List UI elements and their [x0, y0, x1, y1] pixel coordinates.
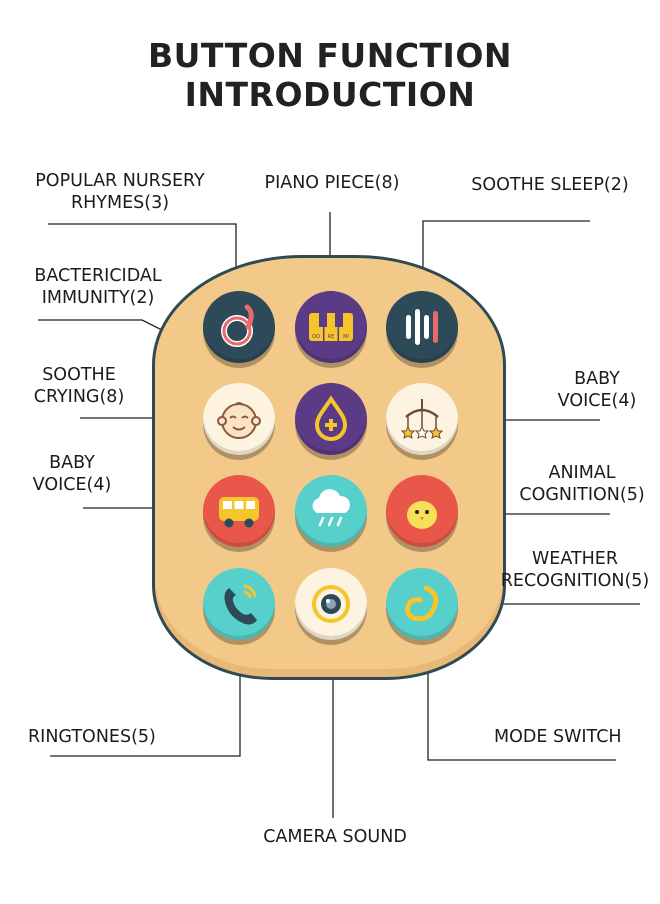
piano-key-re: RE [328, 334, 335, 340]
mode-switch-button[interactable] [386, 568, 458, 640]
label-baby-voice-left-line1: BABY [49, 453, 95, 473]
page-title: BUTTON FUNCTION INTRODUCTION [147, 36, 513, 114]
piano-keys-icon: DO RE MI [309, 313, 353, 341]
nursery-rhymes-button[interactable] [203, 291, 275, 363]
ringtones-button[interactable] [203, 568, 275, 640]
label-soothe-sleep: SOOTHE SLEEP(2) [471, 175, 629, 195]
soothe-crying-button[interactable] [203, 383, 275, 455]
label-nursery-rhymes: POPULAR NURSERY RHYMES(3) [22, 170, 218, 214]
chick-icon [407, 497, 437, 529]
label-crying-line1: SOOTHE [42, 365, 116, 385]
label-baby-voice-left-line2: VOICE(4) [32, 475, 112, 495]
label-weather-line1: WEATHER [531, 549, 619, 569]
label-animal-line2: COGNITION(5) [519, 485, 645, 505]
baby-face-icon [217, 402, 261, 439]
droplet-plus-icon [314, 395, 348, 441]
label-bactericidal-line1: BACTERICIDAL [34, 266, 162, 286]
label-weather-recognition: WEATHER RECOGNITION(5) [492, 548, 658, 592]
weather-recognition-button[interactable] [295, 475, 367, 547]
sound-bars-icon [406, 309, 438, 345]
phone-handset-icon [224, 584, 257, 625]
bactericidal-immunity-button[interactable] [295, 383, 367, 455]
label-baby-voice-right-line1: BABY [574, 369, 620, 389]
label-piano-piece: PIANO PIECE(8) [264, 173, 400, 193]
camera-sound-button[interactable] [295, 568, 367, 640]
label-camera-sound: CAMERA SOUND [263, 827, 407, 847]
label-mode-switch: MODE SWITCH [494, 727, 622, 747]
label-weather-line2: RECOGNITION(5) [500, 571, 650, 591]
baby-voice-left-button[interactable] [203, 475, 275, 547]
music-note-icon [221, 304, 254, 347]
label-crying-line2: CRYING(8) [33, 387, 125, 407]
soothe-sleep-button[interactable] [386, 291, 458, 363]
camera-lens-icon [312, 585, 350, 623]
label-bactericidal-line2: IMMUNITY(2) [41, 288, 155, 308]
label-baby-voice-right-line2: VOICE(4) [557, 391, 637, 411]
label-nursery-line1: POPULAR NURSERY [35, 171, 205, 191]
label-baby-voice-left: BABY VOICE(4) [22, 452, 122, 496]
bus-icon [219, 497, 259, 528]
label-baby-voice-right: BABY VOICE(4) [545, 368, 649, 412]
label-bactericidal-immunity: BACTERICIDAL IMMUNITY(2) [22, 265, 174, 309]
crib-mobile-icon [400, 399, 444, 439]
label-nursery-line2: RHYMES(3) [70, 193, 170, 213]
label-ringtones: RINGTONES(5) [28, 727, 156, 747]
cloud-rain-icon [312, 489, 350, 527]
label-animal-line1: ANIMAL [548, 463, 616, 483]
label-soothe-crying: SOOTHE CRYING(8) [24, 364, 134, 408]
baby-voice-right-button[interactable] [386, 383, 458, 455]
animal-cognition-button[interactable] [386, 475, 458, 547]
label-animal-cognition: ANIMAL COGNITION(5) [508, 462, 656, 506]
swirl-icon [405, 585, 439, 622]
piano-piece-button[interactable]: DO RE MI [295, 291, 367, 363]
piano-key-do: DO [312, 334, 320, 340]
piano-key-mi: MI [343, 334, 349, 340]
